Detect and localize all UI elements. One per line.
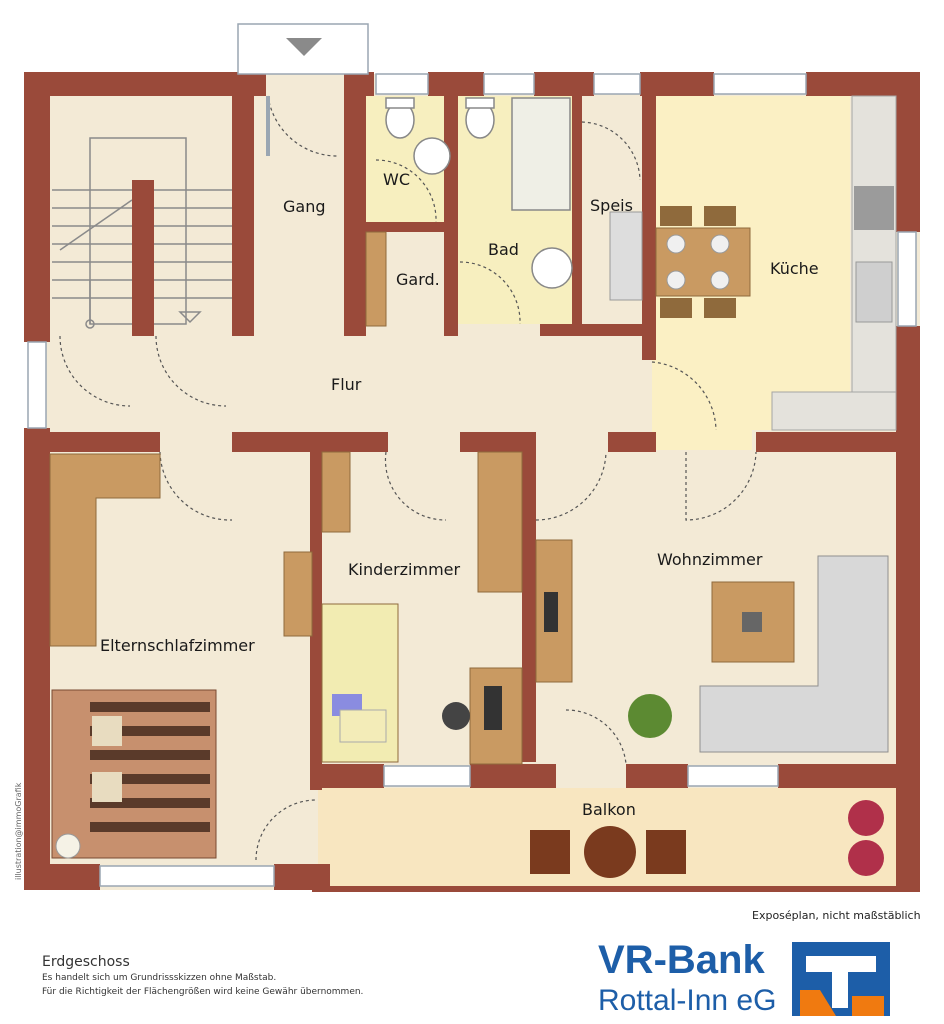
kids-room-furniture (321, 451, 523, 765)
office-chair-icon (442, 702, 470, 730)
plant-icon (628, 694, 672, 738)
flower-icon (848, 840, 884, 876)
floor-kueche-corner (652, 330, 752, 450)
kitchen-sink-icon (855, 261, 893, 323)
pantry-shelf (609, 211, 643, 301)
corner-sofa (699, 555, 889, 753)
room-label-wc: WC (383, 170, 410, 189)
monitor-icon (484, 686, 502, 730)
illustration-credit: illustration@immoGrafik (14, 782, 23, 880)
room-label-gang: Gang (283, 197, 326, 216)
wardrobe-l-shape (49, 453, 161, 647)
lamp-icon (55, 833, 81, 859)
disclaimer-line-2: Für die Richtigkeit der Flächengrößen wi… (42, 987, 364, 997)
tv-sideboard (535, 539, 573, 683)
bathroom-fixtures (465, 97, 573, 289)
doors (59, 95, 757, 861)
stove-icon (854, 186, 894, 230)
sink-icon (531, 247, 573, 289)
room-label-kueche: Küche (770, 259, 819, 278)
walls (24, 72, 920, 892)
flower-icon (848, 800, 884, 836)
entrance-arrow-icon (286, 38, 322, 56)
bank-name: VR-Bank (598, 938, 765, 982)
room-label-balkon: Balkon (582, 800, 636, 819)
room-label-kinderzimmer: Kinderzimmer (348, 560, 461, 579)
round-table (584, 826, 636, 878)
room-label-gard: Gard. (396, 270, 440, 289)
wardrobe (365, 231, 387, 327)
room-label-elternschlafzimmer: Elternschlafzimmer (100, 636, 255, 655)
windows (27, 73, 917, 887)
tv-icon (544, 592, 558, 632)
entrance (237, 23, 369, 75)
sink-icon (413, 137, 451, 175)
volksbank-logo-icon (792, 942, 890, 1016)
expose-note: Exposéplan, nicht maßstäblich (752, 909, 921, 922)
room-label-wohnzimmer: Wohnzimmer (657, 550, 763, 569)
disclaimer-line-1: Es handelt sich um Grundrissskizzen ohne… (42, 973, 277, 983)
living-room-furniture (535, 539, 889, 753)
balcony-furniture (530, 800, 884, 878)
floor-name: Erdgeschoss (42, 954, 130, 970)
shower-icon (511, 97, 571, 211)
room-label-speis: Speis (590, 196, 633, 215)
room-label-bad: Bad (488, 240, 519, 259)
wc-fixtures (385, 97, 451, 175)
bank-branch: Rottal-Inn eG (598, 984, 777, 1017)
bedroom-furniture (49, 453, 313, 859)
room-label-flur: Flur (331, 375, 362, 394)
storage-furniture (365, 211, 643, 327)
kitchen-furniture (655, 95, 897, 431)
